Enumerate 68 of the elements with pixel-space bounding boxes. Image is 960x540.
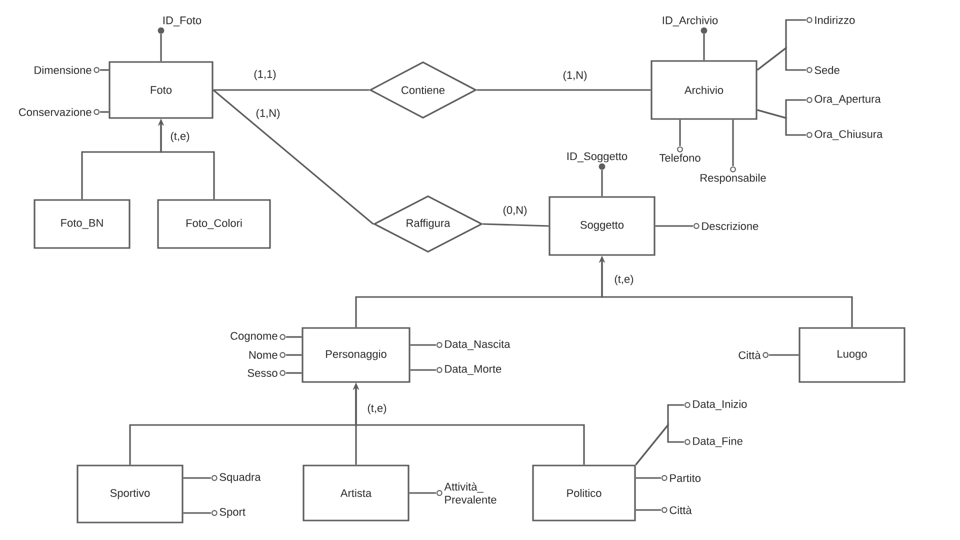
attribute-label: Squadra [220,472,261,484]
hierarchy-label: (t,e) [366,402,388,416]
attribute-label: Sesso [248,369,278,377]
attribute-label: Data_Inizio [693,400,747,410]
connector-line [703,34,705,60]
connector-line [213,89,370,91]
connector-line [183,512,211,514]
attribute-label: ID_Foto [163,16,202,26]
cardinality-label: (1,N) [254,108,282,120]
entity-box: Personaggio [302,327,410,383]
attribute-label: Responsabile [700,174,766,184]
attribute-label: Descrizione [702,222,758,230]
attribute-label: Nome [249,351,278,359]
entity-box: Artista [302,464,410,522]
connector-line [601,170,603,196]
connector-line [100,111,109,113]
connector-line [183,477,211,479]
connector-line [286,354,302,356]
connector-line [757,109,806,136]
hierarchy-label: (t,e) [169,130,191,144]
connector-line [769,354,799,356]
entity-box: Soggetto [548,196,656,256]
entity-box: Politico [532,464,636,522]
connector-line [100,69,109,71]
attribute-label: Sport [220,508,246,518]
hierarchy-label: (t,e) [613,274,635,286]
connector-line [655,225,693,227]
cardinality-label: (0,N) [502,204,528,218]
entity-box: Sportivo [76,464,184,524]
connector-line [476,89,651,91]
attribute-label: Sede [814,66,840,74]
connector-line [636,509,661,511]
attribute-label: Ora_Apertura [814,95,881,105]
connector-line [212,89,374,225]
entity-box: Luogo [798,327,906,383]
attribute-label: Data_Morte [445,365,502,375]
attribute-label: ID_Archivio [662,16,718,26]
connector-line [160,34,162,62]
attribute-label: ID_Soggetto [567,152,628,162]
attribute-label: Attività_ Prevalente [444,482,496,504]
attribute-label: Data_Fine [693,436,742,448]
connector-line [732,120,734,166]
attribute-label: Città [670,506,692,514]
attribute-label: Dimensione [34,66,92,74]
attribute-label: Indirizzo [815,16,855,24]
connector-line [410,344,436,346]
attribute-label: Città [738,350,761,360]
attribute-label: Conservazione [19,108,92,116]
cardinality-label: (1,N) [562,70,588,82]
entity-box: Foto_BN [34,199,130,249]
entity-box: Archivio [650,60,758,120]
connector-line [482,223,549,227]
attribute-label: Partito [670,474,701,482]
attribute-label: Data_Nascita [445,340,510,350]
attribute-label: Ora_Chiusura [814,130,883,140]
connector-line [286,372,302,374]
cardinality-label: (1,1) [252,68,278,82]
connector-line [286,336,302,338]
connector-line [636,477,661,479]
entity-box: Foto [108,61,214,119]
connector-line [410,369,436,371]
entity-box: Foto_Colori [157,199,271,249]
attribute-label: Telefono [659,154,700,162]
connector-line [756,46,806,71]
connector-line [635,422,684,466]
connector-line [679,120,681,146]
attribute-label: Cognome [230,332,278,342]
connector-line [409,492,436,494]
